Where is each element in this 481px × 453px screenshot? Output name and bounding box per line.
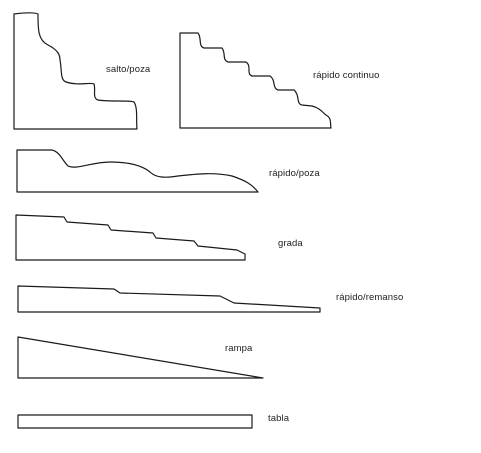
profile-shape-tabla (17, 414, 253, 429)
profile-shape-rampa (17, 336, 264, 379)
label-rapido-poza: rápido/poza (269, 168, 320, 179)
profile-shape-rapido-remanso (17, 285, 321, 313)
label-rapido-remanso: rápido/remanso (336, 292, 404, 303)
label-tabla: tabla (268, 413, 290, 424)
label-rampa: rampa (225, 343, 253, 354)
profile-shape-rapido-continuo (179, 32, 332, 129)
label-rapido-continuo: rápido continuo (313, 70, 380, 81)
profile-shape-grada (15, 214, 246, 261)
profile-shape-salto-poza (13, 12, 138, 130)
label-salto-poza: salto/poza (106, 64, 151, 75)
profile-shape-rapido-poza (16, 149, 259, 193)
label-grada: grada (278, 238, 303, 249)
